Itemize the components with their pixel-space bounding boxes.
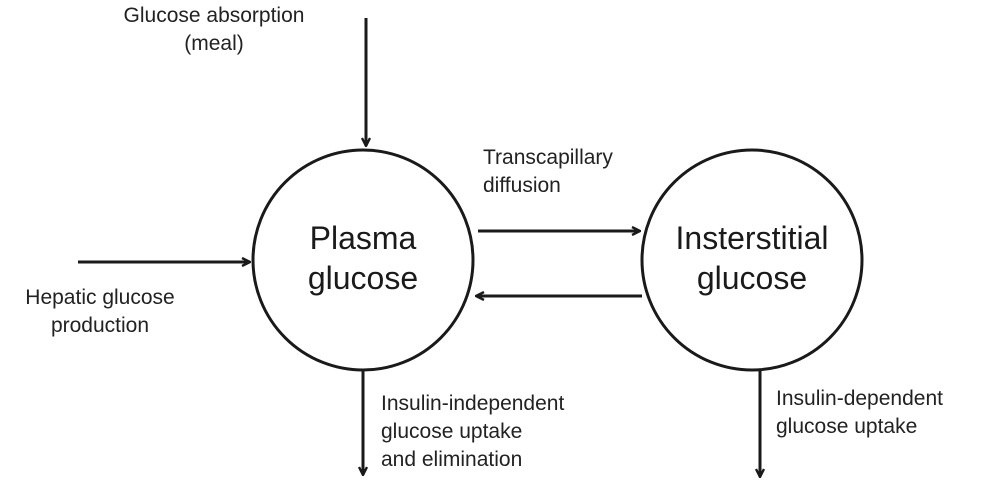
interstitial-glucose-circle	[640, 148, 864, 372]
interstitial-uptake-label: Insulin-dependent glucose uptake	[776, 385, 943, 441]
transcapillary-line2: diffusion	[483, 174, 561, 197]
plasma-uptake-line3: and elimination	[381, 448, 523, 471]
hepatic-production-line1: Hepatic glucose	[25, 286, 175, 309]
transcapillary-line1: Transcapillary	[483, 146, 613, 169]
hepatic-production-label: Hepatic glucose production	[2, 284, 198, 340]
plasma-uptake-label: Insulin-independent glucose uptake and e…	[381, 390, 564, 474]
plasma-glucose-circle	[251, 148, 475, 372]
plasma-glucose-label: Plasma glucose	[273, 218, 453, 298]
meal-absorption-label: Glucose absorption (meal)	[88, 2, 340, 58]
plasma-uptake-line2: glucose uptake	[381, 420, 523, 443]
meal-absorption-line1: Glucose absorption	[123, 4, 305, 27]
interstitial-glucose-line1: Insterstitial	[675, 220, 829, 256]
interstitial-uptake-line2: glucose uptake	[776, 415, 918, 438]
interstitial-glucose-label: Insterstitial glucose	[652, 218, 852, 298]
plasma-glucose-line2: glucose	[307, 260, 419, 296]
plasma-uptake-line1: Insulin-independent	[381, 392, 565, 415]
interstitial-glucose-line2: glucose	[696, 260, 808, 296]
interstitial-uptake-line1: Insulin-dependent	[776, 387, 943, 410]
meal-absorption-line2: (meal)	[184, 32, 244, 55]
plasma-glucose-line1: Plasma	[309, 220, 417, 256]
hepatic-production-line2: production	[50, 314, 150, 337]
transcapillary-diffusion-label: Transcapillary diffusion	[483, 144, 613, 200]
